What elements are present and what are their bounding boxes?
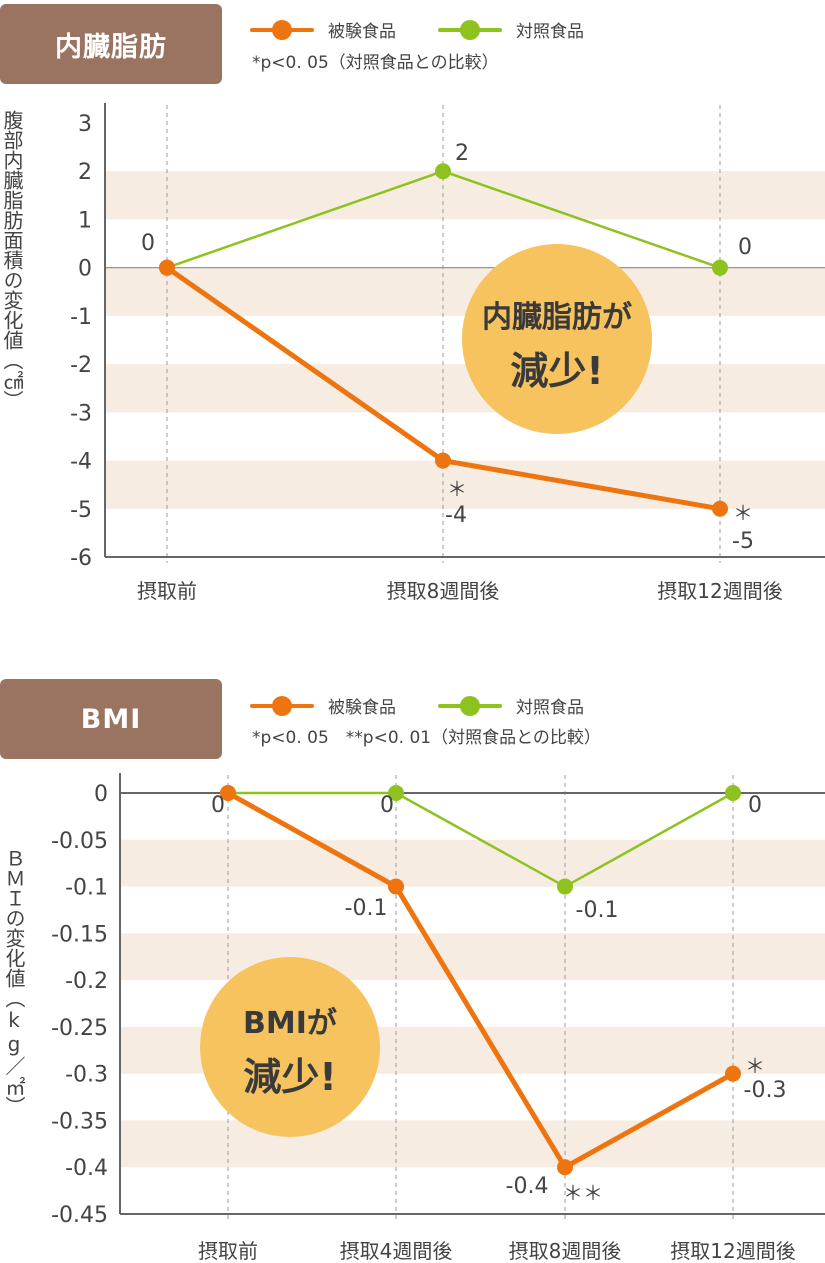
legend-label-test: 被験食品 xyxy=(328,698,396,718)
significance-mark: ＊ xyxy=(447,477,467,501)
data-label-test: -0.1 xyxy=(345,896,388,921)
data-label-test: -5 xyxy=(732,529,754,554)
data-label-control: 2 xyxy=(455,141,469,166)
significance-note: *p<0. 05（対照食品との比較） xyxy=(252,53,499,73)
legend-swatch-control xyxy=(438,695,502,716)
data-label-control: 0 xyxy=(748,793,762,818)
grid-band xyxy=(120,839,825,887)
legend-swatch-control xyxy=(438,19,502,40)
legend-label-control: 対照食品 xyxy=(516,698,584,718)
grid-band xyxy=(105,460,825,509)
y-tick-label: -0.4 xyxy=(65,1156,108,1181)
y-tick-label: -0.25 xyxy=(51,1016,108,1041)
legend: 被験食品 対照食品 xyxy=(250,693,626,718)
x-tick-label: 摂取前 xyxy=(137,579,197,603)
data-label-test: -0.3 xyxy=(744,1078,787,1103)
y-tick-label: -6 xyxy=(70,546,92,571)
y-tick-label: -0.35 xyxy=(51,1109,108,1134)
data-point-control xyxy=(725,785,741,801)
data-point-test xyxy=(557,1159,573,1176)
legend-label-test: 被験食品 xyxy=(328,22,396,42)
y-tick-label: -0.1 xyxy=(65,876,108,901)
data-label-control: -0.1 xyxy=(576,898,619,923)
callout-line-1: BMIが xyxy=(243,1006,337,1041)
y-tick-label: -3 xyxy=(70,401,92,426)
legend-label-control: 対照食品 xyxy=(516,22,584,42)
y-tick-label: -4 xyxy=(70,450,92,475)
data-point-control xyxy=(388,785,404,801)
y-tick-label: 2 xyxy=(78,160,92,185)
x-tick-label: 摂取前 xyxy=(198,1239,258,1263)
data-label-test: 0 xyxy=(211,793,225,818)
data-point-test xyxy=(725,1065,741,1082)
callout-bubble xyxy=(200,957,380,1137)
grid-band xyxy=(120,1120,825,1168)
y-axis-label: 腹部内臓脂肪面積の変化値（㎠） xyxy=(0,110,24,410)
data-label-control: 0 xyxy=(738,235,752,260)
y-tick-label: 0 xyxy=(94,782,108,807)
y-tick-label: -0.2 xyxy=(65,969,108,994)
y-tick-label: -0.45 xyxy=(51,1203,108,1228)
y-tick-label: -0.3 xyxy=(65,1063,108,1088)
legend-item-test: 被験食品 xyxy=(250,17,396,42)
data-label-test: 0 xyxy=(141,231,155,256)
callout-line-2: 減少! xyxy=(243,1055,336,1099)
significance-mark: ＊ xyxy=(745,1054,765,1078)
data-label-test: -0.4 xyxy=(506,1174,549,1199)
section-tag-bmi: BMI xyxy=(0,679,222,759)
data-point-control xyxy=(435,163,451,180)
x-tick-label: 摂取4週間後 xyxy=(340,1239,453,1263)
series-line-control xyxy=(228,791,734,888)
legend-swatch-test xyxy=(250,19,314,40)
data-label-control: 0 xyxy=(380,793,394,818)
significance-mark: ＊ xyxy=(733,501,753,525)
grid-band xyxy=(105,364,825,413)
legend-swatch-test xyxy=(250,695,314,716)
significance-note: *p<0. 05 **p<0. 01（対照食品との比較） xyxy=(252,728,601,748)
data-point-control xyxy=(557,878,573,895)
data-point-test xyxy=(435,452,451,469)
x-tick-label: 摂取12週間後 xyxy=(670,1239,795,1263)
x-tick-label: 摂取8週間後 xyxy=(509,1239,622,1263)
data-point-control xyxy=(712,259,728,276)
y-tick-label: -2 xyxy=(70,353,92,378)
grid-band xyxy=(120,933,825,981)
y-axis-label: ＢＭＩの変化値（kg／㎡） xyxy=(2,848,26,1116)
callout-line-1: 内臓脂肪が xyxy=(482,300,632,335)
section-tag-visceral-fat: 内臓脂肪 xyxy=(0,4,222,84)
x-tick-label: 摂取8週間後 xyxy=(387,579,500,603)
y-tick-label: -0.15 xyxy=(51,922,108,947)
data-point-test xyxy=(159,259,175,276)
legend: 被験食品 対照食品 xyxy=(250,17,626,42)
data-point-test xyxy=(388,878,404,895)
callout-bubble xyxy=(462,244,652,434)
legend-item-control: 対照食品 xyxy=(438,693,584,718)
data-point-test xyxy=(712,500,728,517)
y-tick-label: 3 xyxy=(78,112,92,137)
callout-line-2: 減少! xyxy=(510,349,603,393)
legend-item-control: 対照食品 xyxy=(438,17,584,42)
data-label-test: -4 xyxy=(445,503,467,528)
x-tick-label: 摂取12週間後 xyxy=(657,579,782,603)
significance-mark: ＊＊ xyxy=(563,1181,603,1205)
series-line-test xyxy=(226,790,735,1170)
y-tick-label: 1 xyxy=(78,208,92,233)
y-tick-label: 0 xyxy=(78,257,92,282)
y-tick-label: -0.05 xyxy=(51,829,108,854)
y-tick-label: -5 xyxy=(70,498,92,523)
y-tick-label: -1 xyxy=(70,305,92,330)
data-point-test xyxy=(220,785,236,801)
legend-item-test: 被験食品 xyxy=(250,693,396,718)
